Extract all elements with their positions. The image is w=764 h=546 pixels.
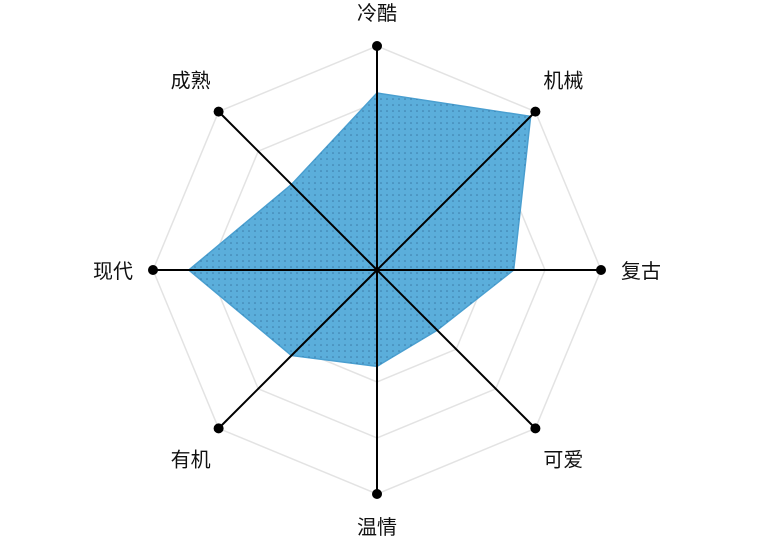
axis-end-marker	[530, 106, 541, 117]
radar-data-area	[188, 92, 532, 368]
radar-axes	[148, 41, 606, 499]
axis-label-cute: 可爱	[543, 447, 583, 471]
axis-label-organic: 有机	[171, 447, 211, 471]
axis-label-mature: 成熟	[171, 69, 211, 93]
axis-line	[376, 110, 537, 271]
axis-label-cold: 冷酷	[357, 1, 397, 25]
axis-end-marker	[372, 41, 382, 51]
axis-line	[376, 269, 537, 430]
axis-end-marker	[148, 265, 158, 275]
axis-end-marker	[372, 489, 382, 499]
axis-label-warm: 温情	[357, 515, 397, 539]
axis-line	[217, 269, 378, 430]
axis-label-retro: 复古	[621, 259, 661, 283]
axis-line	[217, 110, 378, 271]
data-area-dot-pattern	[188, 93, 531, 367]
axis-end-marker	[213, 106, 224, 117]
axis-label-mechanical: 机械	[543, 69, 583, 93]
radar-axis-labels: 冷酷 机械 复古 可爱 温情 有机 现代 成熟	[93, 1, 661, 539]
axis-label-modern: 现代	[93, 259, 133, 283]
axis-end-marker	[213, 423, 224, 434]
axis-end-marker	[530, 423, 541, 434]
axis-end-marker	[596, 265, 606, 275]
